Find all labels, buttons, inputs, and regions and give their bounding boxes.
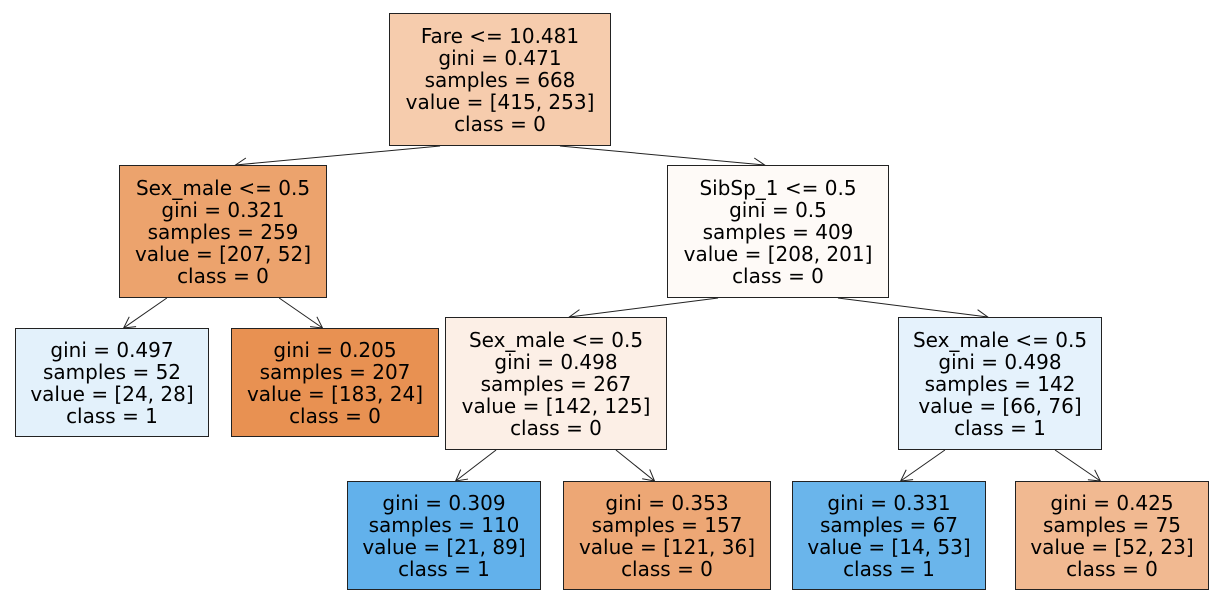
node-text-line: gini = 0.498 — [494, 349, 618, 374]
node-text-line: value = [24, 28] — [30, 381, 194, 406]
node-text-line: samples = 207 — [259, 359, 411, 384]
tree-edge-root-n2 — [559, 145, 766, 171]
node-text-line: samples = 67 — [819, 512, 959, 537]
node-text-line: class = 0 — [289, 403, 381, 428]
node-text-line: Sex_male <= 0.5 — [912, 327, 1088, 352]
tree-edge-n2-n5 — [568, 297, 719, 323]
node-text-line: class = 0 — [732, 263, 824, 288]
node-text-line: gini = 0.353 — [605, 490, 729, 515]
node-text-line: samples = 142 — [924, 371, 1076, 396]
node-text-line: samples = 259 — [147, 219, 299, 244]
node-text-line: gini = 0.497 — [50, 337, 174, 362]
tree-edge-n5-n7 — [454, 449, 497, 482]
node-text-line: class = 1 — [66, 403, 158, 428]
node-text-line: value = [208, 201] — [683, 241, 873, 266]
node-text-line: class = 0 — [177, 263, 269, 288]
node-text-line: gini = 0.498 — [938, 349, 1062, 374]
node-text-line: Sex_male <= 0.5 — [468, 327, 644, 352]
node-text-line: gini = 0.425 — [1050, 490, 1174, 515]
node-text-line: gini = 0.471 — [438, 45, 562, 70]
tree-edge-root-n1 — [234, 145, 441, 171]
tree-edge-n1-n3 — [122, 297, 168, 329]
node-text-line: value = [121, 36] — [578, 534, 756, 559]
tree-edge-n6-n10 — [1054, 449, 1102, 482]
node-text-line: class = 0 — [621, 556, 713, 581]
node-text-line: gini = 0.331 — [827, 490, 951, 515]
node-text-line: gini = 0.5 — [729, 197, 827, 222]
tree-edge-n6-n9 — [899, 449, 946, 482]
node-text-line: class = 0 — [1066, 556, 1158, 581]
node-text-line: gini = 0.309 — [382, 490, 506, 515]
node-text-line: value = [52, 23] — [1030, 534, 1194, 559]
node-text-line: samples = 75 — [1042, 512, 1182, 537]
node-text-line: samples = 52 — [42, 359, 182, 384]
node-text-line: Fare <= 10.481 — [420, 23, 580, 48]
node-text-line: samples = 267 — [480, 371, 632, 396]
node-text-line: class = 0 — [510, 415, 602, 440]
node-text-line: SibSp_1 <= 0.5 — [699, 175, 857, 200]
tree-edge-n1-n4 — [278, 297, 324, 329]
tree-edge-n5-n8 — [615, 449, 656, 482]
node-text-line: samples = 157 — [591, 512, 743, 537]
node-text-line: value = [14, 53] — [807, 534, 971, 559]
node-text-line: class = 0 — [454, 111, 546, 136]
node-text-line: value = [66, 76] — [918, 393, 1082, 418]
node-text-line: Sex_male <= 0.5 — [135, 175, 311, 200]
node-text-line: samples = 110 — [368, 512, 520, 537]
node-text-line: class = 1 — [843, 556, 935, 581]
node-text-line: value = [207, 52] — [134, 241, 312, 266]
node-text-line: gini = 0.205 — [273, 337, 397, 362]
node-text-line: samples = 409 — [702, 219, 854, 244]
node-text-line: value = [21, 89] — [362, 534, 526, 559]
node-text-line: gini = 0.321 — [161, 197, 285, 222]
node-text-line: class = 1 — [398, 556, 490, 581]
tree-edge-n2-n6 — [837, 297, 989, 323]
node-text-line: class = 1 — [954, 415, 1046, 440]
node-text-line: value = [183, 24] — [246, 381, 424, 406]
node-text-line: value = [415, 253] — [405, 89, 595, 114]
node-text-line: samples = 668 — [424, 67, 576, 92]
node-text-line: value = [142, 125] — [461, 393, 651, 418]
